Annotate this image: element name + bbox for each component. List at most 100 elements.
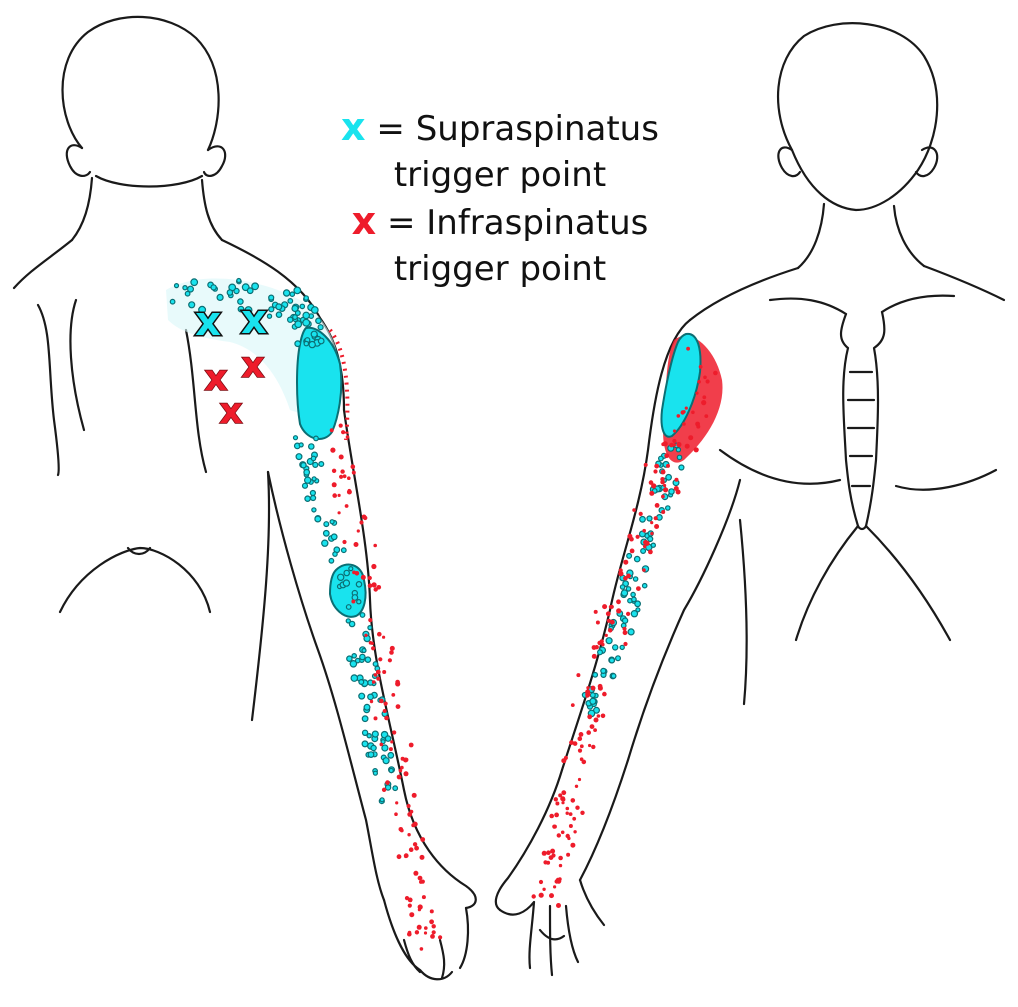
referral-dot [605,637,613,645]
referral-dot [388,767,394,774]
referral-dot [663,483,667,488]
front-view-figure [494,22,1006,977]
referral-dot [602,604,608,610]
front-referral-pattern [531,332,723,908]
referral-dot [561,801,565,805]
referral-dot [594,645,599,650]
referral-dot [400,756,405,761]
back-hairline [94,174,204,188]
referral-dot [622,626,627,631]
referral-dot [385,780,390,785]
referral-dot [398,827,404,832]
referral-dot [660,479,665,485]
legend-infraspinatus-marker: x [351,199,377,243]
referral-dot [423,931,428,935]
referral-dot [419,947,424,951]
referral-dot [351,594,359,601]
referral-dot [419,854,425,860]
referral-dot [387,658,392,663]
referral-dot [188,301,196,309]
referral-dot [303,295,310,301]
referral-dot [332,493,338,498]
referral-dot [348,620,356,628]
referral-dot [416,924,422,930]
referral-dot [407,903,412,908]
referral-dot [407,812,413,817]
referral-dot [384,784,392,791]
referral-dot [345,435,350,439]
referral-dot [246,287,254,295]
referral-dot [597,683,603,689]
referral-dot [565,806,570,811]
referral-dot [373,716,378,721]
referral-dot [650,531,654,536]
referral-dot [360,574,366,580]
front-arm-inner [578,478,742,882]
referral-dot [662,441,668,447]
referral-dot [647,535,654,543]
referral-dot [302,318,311,327]
back-hand [382,898,470,981]
referral-dot [400,765,404,770]
referral-dot [331,468,337,473]
referral-dot [412,821,418,827]
front-pec-right [894,468,998,491]
referral-dot [417,875,423,881]
referral-dot [350,464,356,470]
referral-dot [366,733,372,739]
referral-dot [292,314,298,321]
referral-dot [383,701,388,706]
referral-dot [630,591,636,598]
referral-dot [713,370,718,376]
referral-dot [384,715,389,721]
referral-dot [373,543,378,548]
referral-dot [322,529,330,537]
legend-supraspinatus-line: x = Supraspinatus [300,104,700,152]
back-head-outline [61,15,220,152]
referral-dot [538,892,544,898]
referral-dot [635,607,641,613]
referral-dot [593,717,599,723]
referral-dot [589,697,597,705]
referral-dot [367,583,373,588]
referral-dot [294,340,302,348]
referral-dot [331,482,337,488]
referral-dot [429,909,434,914]
referral-dot [623,559,629,565]
referral-dot [389,645,395,651]
referral-dot [304,495,311,503]
referral-dot [349,659,358,668]
referral-dot [590,685,596,691]
referral-dot [593,728,597,732]
referral-dot [350,674,359,682]
legend-infraspinatus-label: Infraspinatus [426,203,649,243]
referral-dot [379,698,384,704]
referral-dot [631,596,637,603]
referral-dot [650,521,654,525]
referral-dot [344,504,349,508]
front-cyan-dots [581,442,685,718]
referral-dot [370,744,377,752]
referral-dot [354,657,361,664]
referral-dot [684,443,690,449]
referral-dot [317,324,324,331]
referral-dot [358,692,366,700]
referral-dot [303,340,310,347]
referral-dot [361,715,369,723]
referral-dot [649,490,655,496]
referral-dot [558,855,563,861]
referral-dot [287,298,294,304]
referral-dot [672,443,677,447]
referral-dot [382,670,387,674]
referral-dot [635,534,640,539]
referral-dot [313,435,319,442]
referral-dot [378,657,383,662]
referral-dot [367,575,372,581]
referral-dot [304,476,312,484]
back-right-scapula [184,328,208,474]
front-ribcage-right [864,524,952,642]
referral-dot [293,286,302,295]
referral-dot [698,364,703,369]
referral-dot [639,515,646,523]
referral-dot [561,790,567,796]
